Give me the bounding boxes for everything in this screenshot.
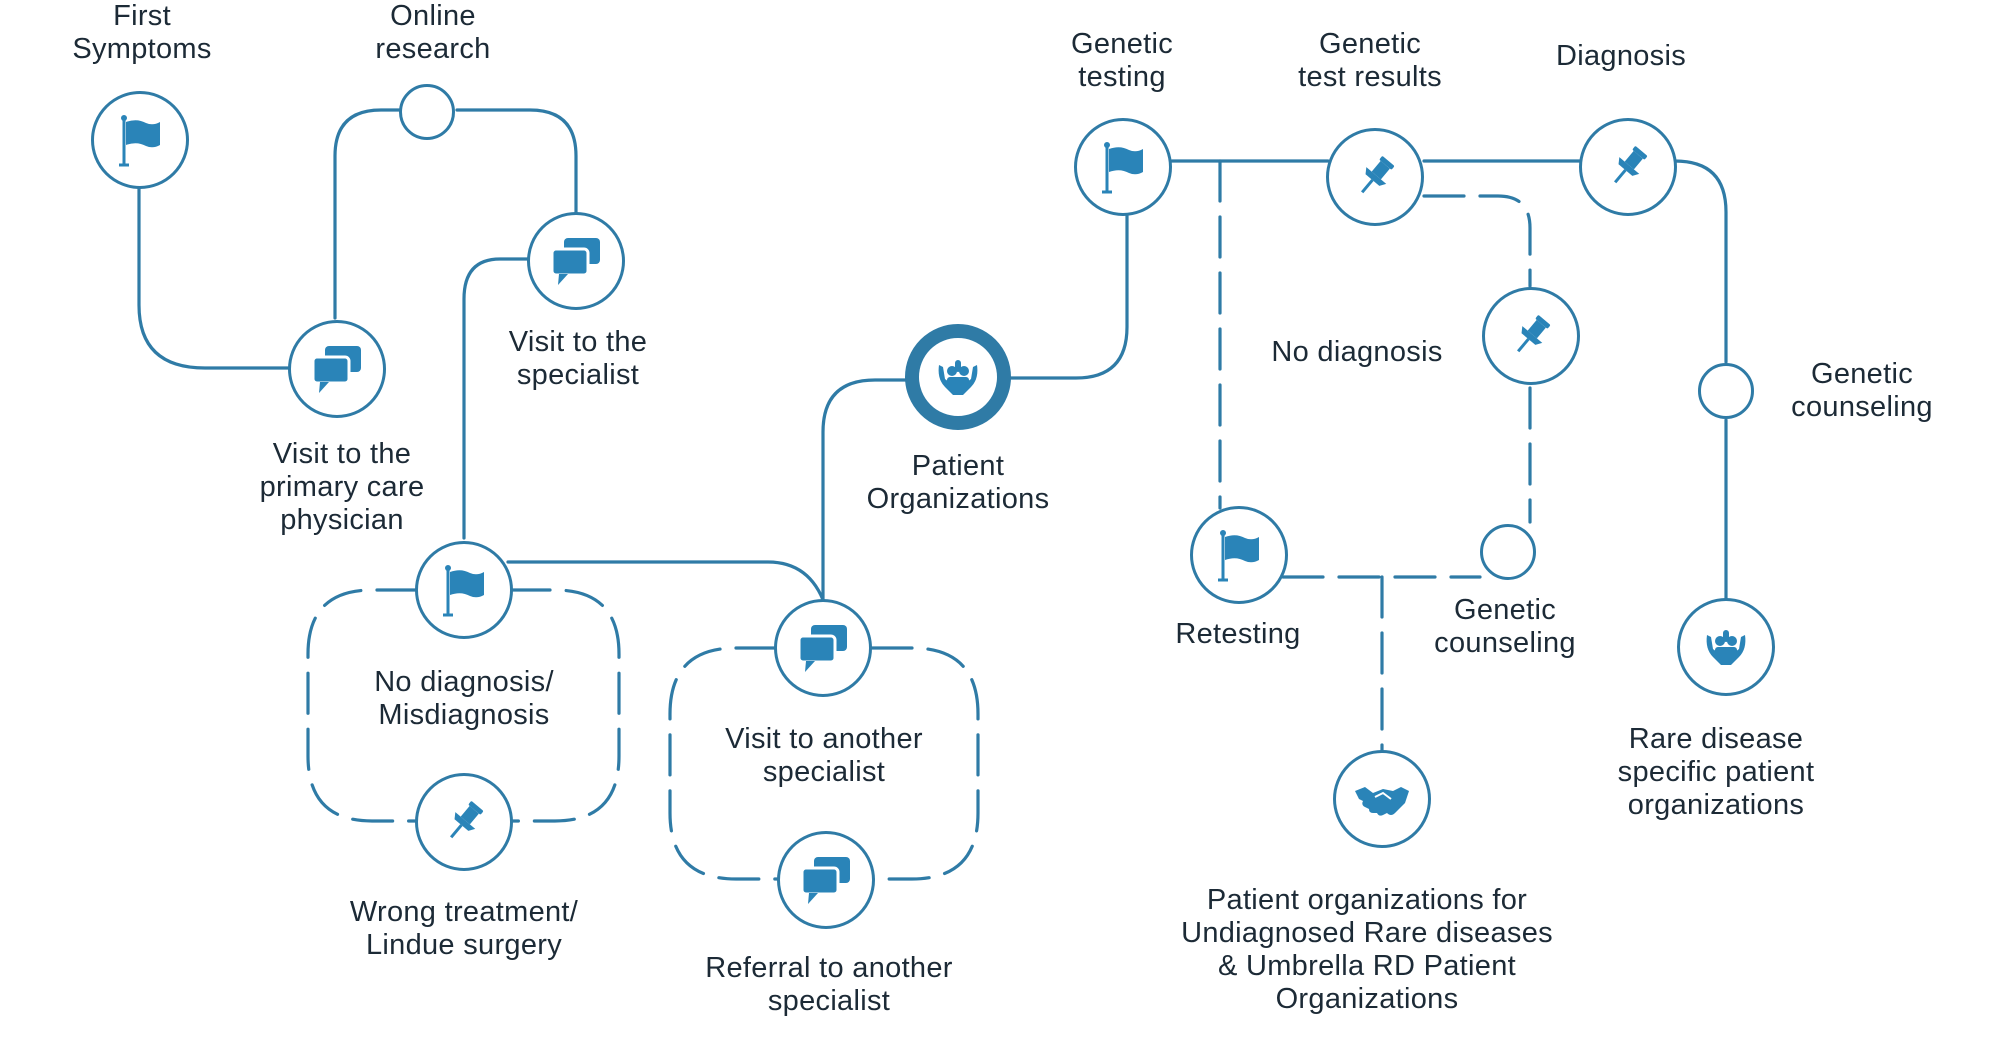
wrong-treatment-node[interactable] [415, 773, 513, 871]
pushpin-icon [1613, 146, 1648, 184]
rare-disease-orgs-node[interactable] [1677, 598, 1775, 696]
genetic-counseling-right-node[interactable] [1698, 363, 1754, 419]
hands-icon [1706, 630, 1746, 665]
flag-icon [1218, 530, 1259, 582]
online-research-node[interactable] [399, 84, 455, 140]
chat-icon [800, 857, 850, 904]
flag-icon [119, 115, 160, 167]
specialist-visit-node[interactable] [527, 212, 625, 310]
diagnosis-label: Diagnosis [1555, 40, 1687, 72]
misdiagnosis-node[interactable] [415, 541, 513, 639]
pushpin-icon [1360, 156, 1395, 194]
flag-icon [443, 565, 484, 617]
pcp-visit-node[interactable] [288, 320, 386, 418]
patient-organizations-node[interactable] [905, 324, 1011, 430]
genetic-testing-node[interactable] [1074, 118, 1172, 216]
no-diagnosis-label: No diagnosis [1271, 336, 1443, 368]
referral-node[interactable] [777, 831, 875, 929]
chat-icon [311, 346, 361, 393]
retesting-label: Retesting [1175, 618, 1301, 650]
flag-icon [1102, 142, 1143, 194]
pushpin-icon [449, 801, 484, 839]
no-diagnosis-node[interactable] [1482, 287, 1580, 385]
retesting-node[interactable] [1190, 506, 1288, 604]
misdiagnosis-label: No diagnosis/Misdiagnosis [374, 666, 554, 731]
chat-icon [550, 238, 600, 285]
hands-icon [938, 360, 978, 395]
handshake-icon [1355, 787, 1409, 816]
pushpin-icon [1516, 315, 1551, 353]
diagnosis-node[interactable] [1579, 118, 1677, 216]
wrong-treatment-label: Wrong treatment/Lindue surgery [349, 896, 579, 961]
undiagnosed-orgs-node[interactable] [1333, 750, 1431, 848]
first-symptoms-node[interactable] [91, 91, 189, 189]
another-specialist-node[interactable] [774, 599, 872, 697]
genetic-test-results-node[interactable] [1326, 128, 1424, 226]
chat-icon [797, 625, 847, 672]
genetic-counseling-mid-node[interactable] [1480, 524, 1536, 580]
